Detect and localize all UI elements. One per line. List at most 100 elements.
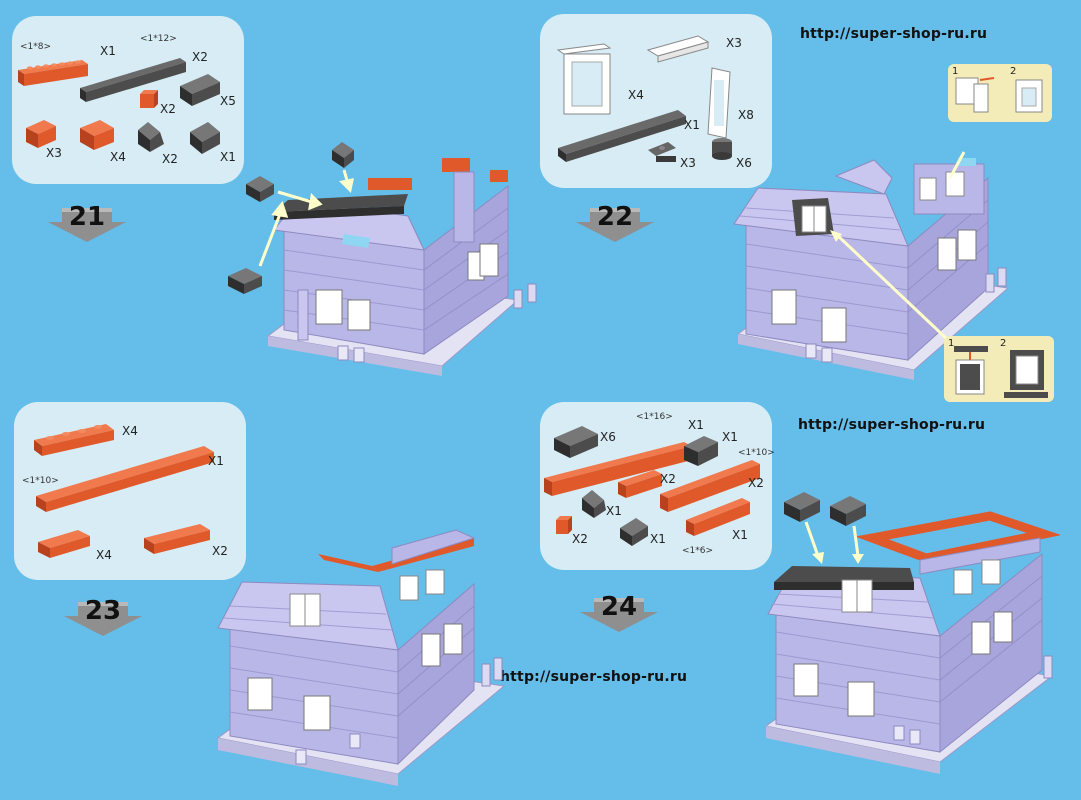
part-quantity: X2 (162, 152, 178, 166)
step-number-label: 24 (600, 592, 638, 622)
orange-plate-1x2 (38, 530, 90, 558)
part-quantity: X1 (732, 528, 748, 542)
orange-plate-1x3 (144, 524, 210, 554)
step-arrow-icon (576, 208, 654, 242)
dark-plate-1x12 (80, 58, 186, 102)
part-dimension: <1*6> (682, 546, 714, 556)
step-22-house-model (733, 151, 1010, 380)
orange-brick-1x6 (686, 498, 750, 536)
part-dimension: <1*12> (140, 34, 177, 44)
dormer-assembly-icon (954, 346, 1048, 398)
part-quantity: X2 (212, 544, 228, 558)
part-quantity: X2 (748, 476, 764, 490)
orange-brick-1x1 (140, 90, 158, 108)
orange-plate-1x10 (36, 446, 214, 512)
orange-brick-1x1 (556, 516, 572, 534)
step-21-number: 21 (48, 202, 140, 246)
part-quantity: X1 (606, 504, 622, 518)
shop-url-middle-right[interactable]: http://super-shop-ru.ru (798, 417, 986, 433)
part-quantity: X4 (628, 88, 644, 102)
window-shutter-part (707, 67, 731, 139)
shop-url-top[interactable]: http://super-shop-ru.ru (800, 26, 988, 42)
part-quantity: X3 (726, 36, 742, 50)
orange-brick-1x4 (618, 470, 662, 498)
step-22-callout-top: 1 2 (948, 64, 1052, 122)
step-number-label: 23 (84, 596, 122, 626)
step-22-number: 22 (576, 202, 668, 246)
part-quantity: X2 (192, 50, 208, 64)
part-quantity: X1 (220, 150, 236, 164)
callout-step-label: 2 (1000, 338, 1007, 349)
step-22-parts-panel: X3 X4 X8 X1 X3 X6 (540, 14, 772, 188)
part-dimension: <1*10> (22, 476, 59, 486)
part-quantity: X1 (684, 118, 700, 132)
step-arrow-icon (580, 598, 658, 632)
part-quantity: X6 (600, 430, 616, 444)
part-quantity: X2 (572, 532, 588, 546)
orange-corner-brick (80, 120, 114, 150)
part-quantity: X1 (208, 454, 224, 468)
step-24-house-model (764, 492, 1060, 774)
dark-tile-part (558, 110, 686, 162)
dark-slope-callout-icon (332, 142, 354, 168)
orange-brick-1x10 (660, 460, 760, 512)
orange-brick-1x2 (26, 120, 56, 148)
step-22-callout-bottom: 1 2 (944, 336, 1054, 402)
dark-clip-part (648, 142, 676, 162)
part-quantity: X3 (46, 146, 62, 160)
part-quantity: X4 (96, 548, 112, 562)
step-number-label: 22 (596, 202, 634, 232)
dark-slope-callout-icon (784, 492, 820, 522)
dark-slope-callout-icon (830, 496, 866, 526)
dark-slope-1x1 (582, 490, 606, 518)
callout-step-label: 1 (952, 66, 959, 77)
step-21-parts-panel: <1*8> X1 <1*12> X2 X5 X2 X3 X4 X2 X1 (12, 16, 244, 184)
part-quantity: X6 (736, 156, 752, 170)
step-23-parts-art (34, 424, 214, 558)
part-quantity: X5 (220, 94, 236, 108)
part-dimension: <1*8> (20, 42, 52, 52)
callout-step-label: 2 (1010, 66, 1017, 77)
step-21-house-model (266, 158, 537, 376)
part-quantity: X1 (688, 418, 704, 432)
orange-plate-1x8 (18, 60, 88, 86)
part-quantity: X2 (160, 102, 176, 116)
dark-slope-2x2 (554, 426, 598, 458)
dark-slope-1x2 (190, 122, 220, 154)
step-number-label: 21 (68, 202, 106, 232)
white-plate-part (646, 35, 710, 63)
step-arrow-icon (48, 208, 126, 242)
orange-brick-1x16 (544, 442, 692, 496)
shop-url-middle-bottom[interactable]: http://super-shop-ru.ru (500, 669, 688, 685)
step-21-placement-arrows (228, 142, 354, 294)
window-assembly-icon (955, 77, 1043, 113)
step-23-house-model (216, 529, 506, 786)
dark-round-brick-part (712, 138, 732, 160)
part-quantity: X4 (110, 150, 126, 164)
dark-slope-callout-icon (246, 176, 274, 202)
part-dimension: <1*16> (636, 412, 673, 422)
step-24-number: 24 (580, 592, 672, 636)
dark-slope-callout-icon (228, 268, 262, 294)
part-dimension: <1*10> (738, 448, 775, 458)
step-21-parts-art (18, 58, 220, 154)
part-quantity: X1 (650, 532, 666, 546)
step-22-parts-art (556, 35, 732, 162)
part-quantity: X3 (680, 156, 696, 170)
callout-step-label: 1 (948, 338, 955, 349)
step-23-parts-panel: X4 <1*10> X1 X4 X2 (14, 402, 246, 580)
step-arrow-icon (64, 602, 142, 636)
part-quantity: X2 (660, 472, 676, 486)
dark-slope-1x2 (620, 518, 648, 546)
part-quantity: X4 (122, 424, 138, 438)
part-quantity: X1 (722, 430, 738, 444)
orange-plate-1x4 (34, 424, 114, 456)
part-quantity: X8 (738, 108, 754, 122)
dark-slope-2x2 (180, 74, 220, 106)
dark-brick-2x2 (684, 436, 718, 466)
part-quantity: X1 (100, 44, 116, 58)
dark-slope-1x1 (138, 122, 164, 152)
step-24-parts-art (544, 426, 760, 546)
step-23-number: 23 (64, 596, 156, 640)
step-24-parts-panel: X6 <1*16> X1 X1 <1*10> X2 X2 X1 X2 X1 <1… (540, 402, 775, 570)
